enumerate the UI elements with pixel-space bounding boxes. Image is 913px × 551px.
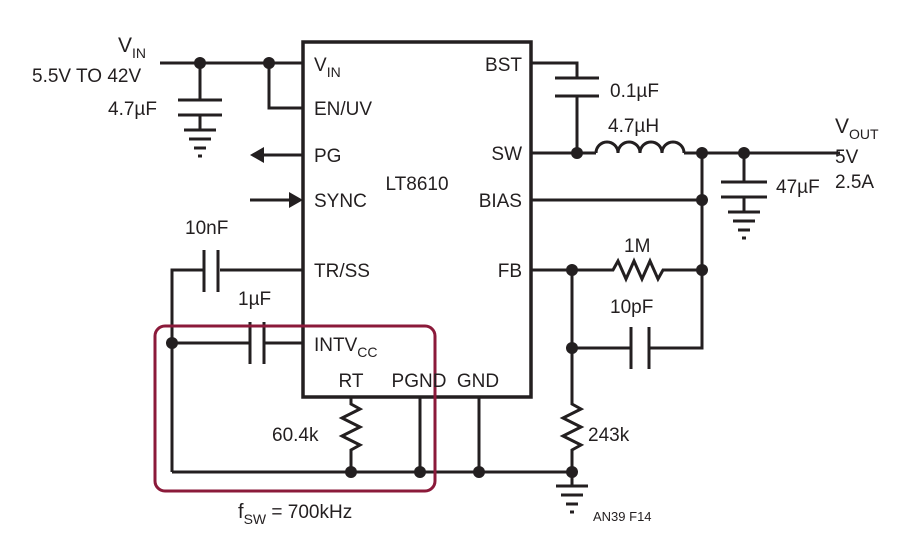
lt8610-chip-body [301, 40, 533, 399]
bias-node [696, 194, 708, 206]
pgnd-node [414, 466, 426, 478]
fb-top-node [696, 264, 708, 276]
pin-rt-label: RT [339, 371, 364, 392]
sw-node [571, 147, 583, 159]
pin-pg-label: PG [314, 146, 341, 167]
pin-trss-label: TR/SS [314, 261, 370, 282]
vin-label: VIN [118, 34, 146, 61]
trss-ground-wire [170, 268, 204, 472]
input-ground-symbol [184, 128, 216, 158]
bst-cap-value: 0.1µF [610, 81, 659, 102]
pin-bias-label: BIAS [479, 191, 522, 212]
fb-top-resistor [531, 257, 702, 283]
output-cap-value: 47µF [776, 177, 820, 198]
pin-pgnd-label: PGND [392, 371, 447, 392]
figure-id: AN39 F14 [593, 509, 652, 524]
pin-vin-label: VIN [314, 55, 341, 80]
vin-range-label: 5.5V TO 42V [32, 66, 141, 87]
chip-name: LT8610 [385, 174, 448, 195]
pin-fb-label: FB [498, 261, 522, 282]
rt-ground-node [345, 466, 357, 478]
inductor-value: 4.7µH [608, 116, 659, 137]
intvcc-cap-plates [248, 322, 266, 364]
bst-wire [531, 61, 579, 78]
trss-cap-plates [202, 250, 220, 292]
input-cap-value: 4.7µF [108, 99, 157, 120]
vout-current-label: 2.5A [835, 172, 874, 193]
rt-res-value: 60.4k [272, 425, 319, 446]
bst-cap-plates [555, 76, 599, 98]
en-uv-wire [267, 63, 303, 110]
pin-gnd-label: GND [457, 371, 499, 392]
vout-voltage-label: 5V [835, 147, 859, 168]
pg-arrow-icon [250, 147, 264, 163]
vout-label: VOUT [835, 115, 879, 142]
fb-ground-symbol [556, 484, 588, 514]
fb-bottom-resistor [559, 270, 585, 486]
fb-bottom-res-value: 243k [588, 425, 630, 446]
fb-cap-value: 10pF [610, 297, 653, 318]
trss-cap-value: 10nF [185, 218, 228, 239]
pin-bst-label: BST [485, 55, 522, 76]
fb-cap-node [566, 342, 578, 354]
fb-ground-node [566, 466, 578, 478]
fsw-annotation: fSW = 700kHz [238, 501, 352, 527]
intvcc-node [166, 337, 178, 349]
intvcc-cap-value: 1µF [238, 289, 271, 310]
rt-resistor [338, 397, 364, 472]
inductor [594, 140, 686, 154]
sync-arrow-icon [289, 192, 303, 208]
output-ground-symbol [728, 210, 760, 240]
pin-en-uv-label: EN/UV [314, 99, 372, 120]
pin-sw-label: SW [491, 144, 522, 165]
pin-sync-label: SYNC [314, 191, 367, 212]
feedback-rail [650, 153, 704, 350]
fb-cap-plates [629, 327, 651, 369]
gnd-node [473, 466, 485, 478]
intvcc-rt-highlight-box [153, 324, 437, 493]
pin-intvcc-label: INTVCC [314, 335, 378, 360]
fb-top-res-value: 1M [624, 236, 650, 257]
output-cap-plates [721, 180, 767, 199]
